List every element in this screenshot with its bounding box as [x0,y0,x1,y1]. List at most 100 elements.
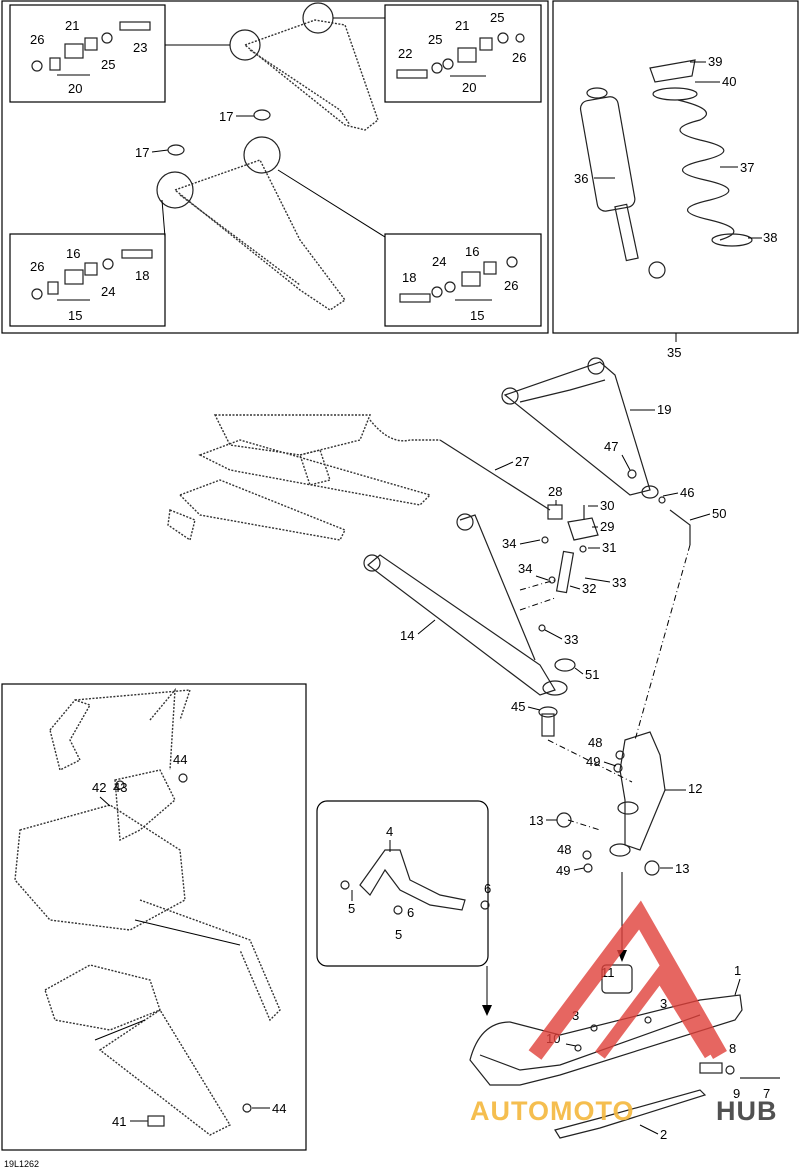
watermark-brand-left: AUTOMOTO [470,1096,635,1126]
callout-51: 51 [585,667,599,682]
callout-24: 24 [432,254,446,269]
callout-1: 1 [734,963,741,978]
callout-41: 41 [112,1114,126,1129]
callout-42: 42 [92,780,106,795]
tie-rod-end [658,496,691,545]
ski [469,964,780,1139]
callout-13: 13 [675,861,689,876]
callout-37: 37 [740,160,754,175]
callout-45: 45 [511,699,525,714]
callout-17: 17 [135,145,149,160]
callout-34: 34 [502,536,516,551]
callout-20: 20 [68,81,82,96]
bushing-hardware-bottom-left [31,249,153,300]
chassis-section-dashed [167,414,432,542]
callout-34: 34 [518,561,532,576]
callout-13: 13 [529,813,543,828]
ball-joint [538,706,558,737]
callout-31: 31 [602,540,616,555]
callout-24: 24 [101,284,115,299]
callout-33: 33 [564,632,578,647]
callout-15: 15 [68,308,82,323]
callout-38: 38 [763,230,777,245]
callout-36: 36 [574,171,588,186]
callout-40: 40 [722,74,736,89]
callout-19: 19 [657,402,671,417]
callout-12: 12 [688,781,702,796]
callout-48: 48 [588,735,602,750]
callout-27: 27 [515,454,529,469]
callout-25: 25 [428,32,442,47]
bushing-hardware-top-right [396,32,525,79]
callout-25: 25 [101,57,115,72]
upper-arms-frame [1,0,549,334]
spring-seat-and-collar [649,59,753,247]
callout-30: 30 [600,498,614,513]
upper-a-arm-top [229,2,379,131]
callout-44: 44 [272,1101,286,1116]
callout-7: 7 [763,1086,770,1101]
watermark-logo [528,900,727,1060]
bumper-bracket [359,849,466,911]
bushing-hardware-top-left [31,21,151,72]
callout-9: 9 [733,1086,740,1101]
upper-a-arm [501,357,659,499]
lower-a-arm [363,513,576,696]
inset-box-top-right [384,4,542,103]
bracket-inset-frame [316,800,489,967]
callout-26: 26 [512,50,526,65]
callout-16: 16 [66,246,80,261]
callout-49: 49 [586,754,600,769]
callout-6: 6 [407,905,414,920]
shock-absorber [579,87,666,279]
coil-spring [677,99,735,241]
callout-49: 49 [556,863,570,878]
bushing-hardware-bottom-right [399,256,518,303]
callout-43: 43 [113,780,127,795]
callout-35: 35 [667,345,681,360]
callout-15: 15 [470,308,484,323]
shock-frame [552,0,799,334]
callout-50: 50 [712,506,726,521]
callout-16: 16 [465,244,479,259]
chassis-link-line [369,419,440,442]
callout-20: 20 [462,80,476,95]
callout-33: 33 [612,575,626,590]
arrow-head [482,1005,492,1016]
callout-48: 48 [557,842,571,857]
callout-29: 29 [600,519,614,534]
spindle [609,731,666,857]
callout-21: 21 [65,18,79,33]
axis-line [567,819,601,831]
callout-44: 44 [173,752,187,767]
callout-5: 5 [395,927,402,942]
callout-17: 17 [219,109,233,124]
callout-26: 26 [30,259,44,274]
callout-21: 21 [455,18,469,33]
callout-47: 47 [604,439,618,454]
callout-26: 26 [504,278,518,293]
lower-a-arm-top [156,136,347,311]
axis-line [519,579,556,611]
callout-18: 18 [402,270,416,285]
watermark-brand-right: HUB [716,1096,778,1126]
inset-box-top-left [9,4,166,103]
callout-39: 39 [708,54,722,69]
callout-22: 22 [398,46,412,61]
callout-6: 6 [484,881,491,896]
callout-26: 26 [30,32,44,47]
axis-line [634,544,691,741]
callout-14: 14 [400,628,414,643]
callout-18: 18 [135,268,149,283]
callout-3: 3 [572,1008,579,1023]
callout-5: 5 [348,901,355,916]
sway-bar-link-bracket [555,505,599,594]
chassis-inset-drawing [14,687,281,1136]
inset-box-bottom-left [9,233,166,327]
axis-line [547,739,633,783]
chassis-inset-frame [1,683,307,1151]
figure-code: 19L1262 [4,1159,39,1169]
sway-bar [439,439,563,520]
callout-32: 32 [582,581,596,596]
